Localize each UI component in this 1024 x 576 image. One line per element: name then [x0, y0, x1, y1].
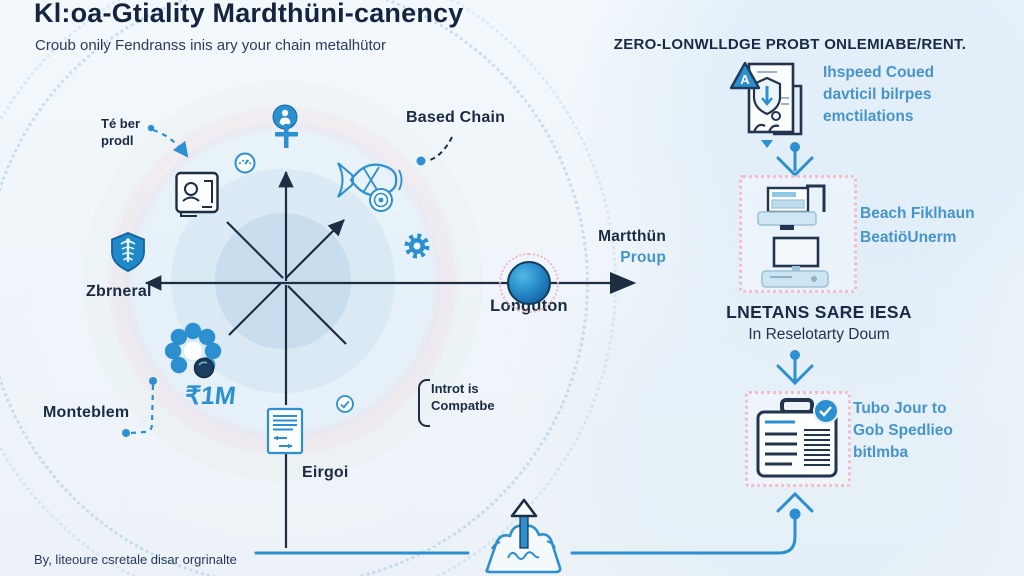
mid-heading: LNETANS SARE IESA In Reselotarty Doum — [669, 302, 969, 344]
person-circle-icon — [272, 104, 298, 130]
svg-text:A: A — [740, 72, 750, 87]
label-monteblem: Monteblem — [43, 404, 130, 421]
doc-shield-warning-icon: A — [729, 61, 803, 148]
briefcase-icon — [756, 398, 839, 478]
monitor-icon — [761, 236, 829, 288]
step1-line: davticil bilrpes — [823, 86, 932, 103]
page-title: Kl:oa-Gtiality Mardthüni-canency — [34, 0, 464, 28]
step2-text: Beach Fiklhaun BeatiöUnerm — [860, 202, 975, 250]
step1-line: emctilations — [823, 108, 914, 125]
flower-icon — [165, 322, 222, 379]
step1-text: Ihspeed Coued davticil bilrpes emctilati… — [823, 62, 934, 128]
cross-icon — [275, 124, 298, 148]
step3-line: Tubo Jour to — [853, 400, 947, 417]
note-line: Introt is — [431, 381, 479, 396]
step2-line: Beach Fiklhaun — [860, 205, 975, 222]
id-card-icon — [175, 171, 219, 217]
note-line: Té ber — [101, 116, 141, 131]
fish-icon — [337, 162, 403, 212]
label-martthun: Martthün — [598, 228, 666, 245]
step1-line: Ihspeed Coued — [823, 64, 935, 81]
label-martthun-proup: Martthün Proup — [566, 226, 666, 268]
note-te-ber-prodl: Té ber prodl — [101, 115, 140, 149]
mid-heading-line1: LNETANS SARE IESA — [726, 302, 912, 322]
document-icon — [266, 407, 304, 455]
sphere-node — [507, 261, 551, 305]
cloud-upload-icon — [485, 498, 562, 574]
label-proup: Proup — [620, 249, 666, 266]
monitors-box — [739, 175, 857, 293]
mid-heading-line2: In Reselotarty Doum — [748, 326, 890, 343]
gauge-icon — [234, 152, 256, 174]
label-based-chain: Based Chain — [406, 109, 506, 126]
page-subtitle: Croub onily Fendranss inis ary your chai… — [35, 37, 386, 54]
hub-radial-arrows — [144, 170, 637, 548]
introt-bracket — [418, 379, 430, 427]
briefcase-box — [745, 391, 851, 487]
note-introt-compatbe: Introt is Compatbe — [431, 380, 495, 414]
step3-line: Gob Spedlieo — [853, 422, 953, 439]
dashed-connectors — [122, 124, 453, 437]
check-circle-icon — [336, 395, 354, 413]
right-panel-title: ZERO-LONWLLDGE PROBT ONLEMIABE/RENT. — [613, 36, 967, 53]
note-line: Compatbe — [431, 398, 495, 413]
label-zbrneral: Zbrneral — [86, 283, 152, 300]
monitor-icon — [757, 184, 826, 230]
step3-text: Tubo Jour to Gob Spedlieo bitlmba — [853, 398, 953, 464]
amount-text: ₹1M — [183, 382, 238, 410]
right-flow-arrows — [254, 142, 814, 555]
footer-credit: By, liteoure csretale disar orgrinalte — [34, 552, 237, 567]
step3-line: bitlmba — [853, 444, 909, 461]
note-line: prodl — [101, 133, 134, 148]
gear-icon — [404, 233, 430, 259]
sphere-node-ring — [499, 253, 559, 313]
step2-line: BeatiöUnerm — [860, 229, 957, 246]
medical-shield-icon — [111, 232, 145, 272]
label-eirgoi: Eirgoi — [302, 464, 349, 481]
